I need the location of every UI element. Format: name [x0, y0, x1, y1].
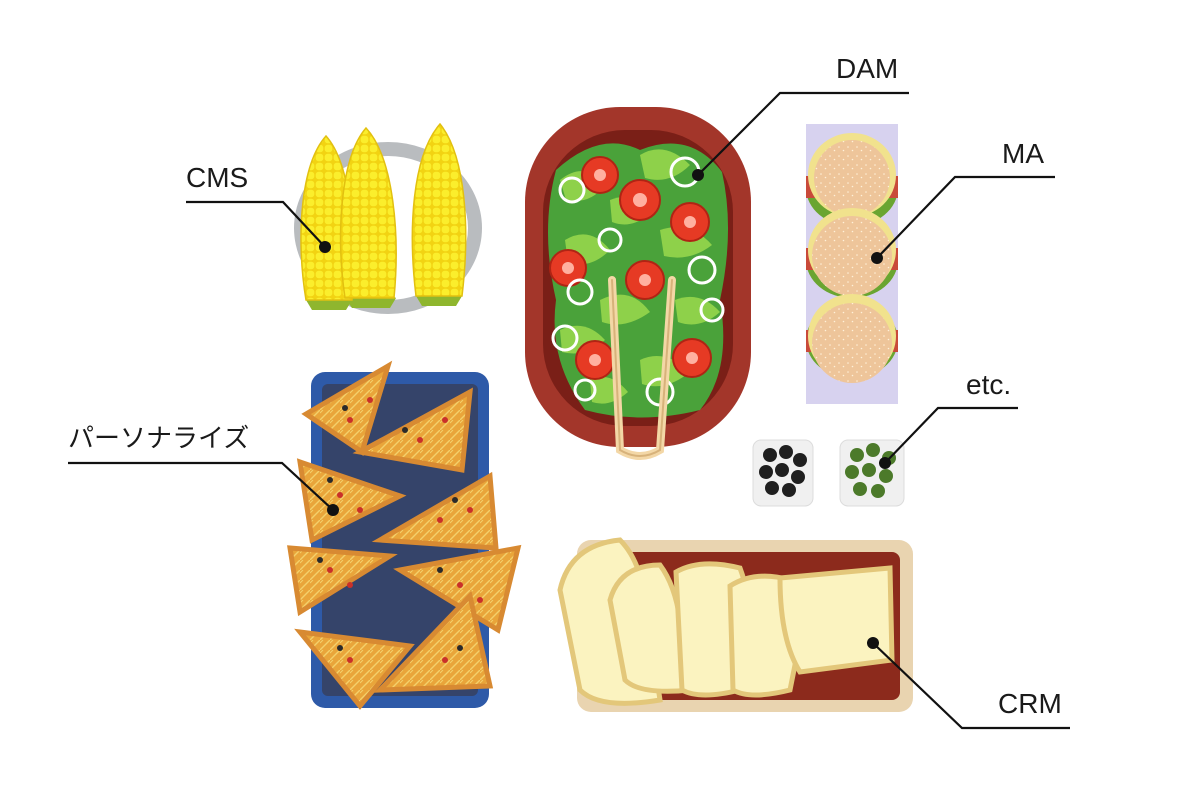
- connector-dots: [319, 169, 891, 649]
- crm-dot: [867, 637, 879, 649]
- cms-connector: [186, 200, 326, 248]
- dam-dot: [692, 169, 704, 181]
- burger-icon: [806, 124, 898, 404]
- pizza-icon: [287, 360, 522, 710]
- label-crm: CRM: [998, 688, 1062, 719]
- label-personalize: パーソナライズ: [68, 424, 250, 454]
- crm-connector: [872, 642, 1070, 730]
- label-cms: CMS: [186, 162, 249, 193]
- corn-icon: [294, 122, 482, 314]
- olive-icon: [752, 439, 905, 507]
- personalize-dot: [327, 504, 339, 516]
- label-etc: etc.: [966, 369, 1012, 400]
- label-dam: DAM: [836, 53, 899, 84]
- etc-connector: [884, 406, 1018, 464]
- personalize-connector: [68, 461, 334, 511]
- connector-lines: [68, 91, 1070, 730]
- etc-dot: [879, 457, 891, 469]
- cms-dot: [319, 241, 331, 253]
- label-ma: MA: [1002, 138, 1044, 169]
- bread-icon: [557, 537, 913, 712]
- ma-connector: [876, 175, 1055, 259]
- salad-icon: [525, 107, 751, 460]
- ma-dot: [871, 252, 883, 264]
- dam-connector: [697, 91, 909, 176]
